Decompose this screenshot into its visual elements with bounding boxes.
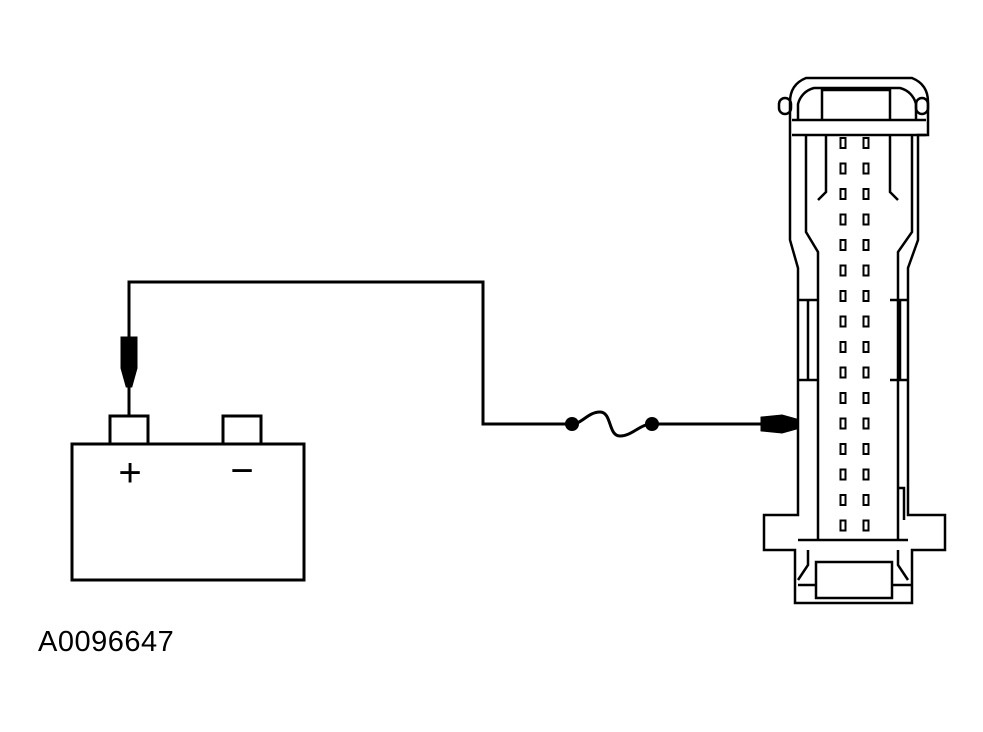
connector-pin-cavity [862, 213, 870, 226]
connector-pin-cavity [839, 341, 847, 353]
connector-pin-cavity [862, 392, 870, 404]
connector-pin-cavity [862, 417, 870, 430]
figure-id-caption: A0096647 [38, 626, 175, 658]
fuse-symbol [571, 410, 770, 438]
connector-pin-cavity [839, 468, 847, 481]
connector-latch [814, 560, 894, 600]
connector-pin-cavity [862, 188, 870, 200]
fuse-terminal-right [645, 417, 659, 431]
battery-positive-label: + [118, 451, 141, 495]
connector-pin-cavity [839, 239, 847, 251]
connector-pin-cavity [839, 264, 847, 277]
connector-pin-cavity [862, 162, 870, 175]
connector-left-ear [777, 96, 793, 116]
connector-pin-cavity [862, 494, 870, 506]
connector-pin-cavity [839, 162, 847, 175]
connector-pin-cavity [862, 366, 870, 379]
connector-pin-cavity [839, 213, 847, 226]
connector-pin-cavity [839, 315, 847, 328]
connector-pin-grid [839, 137, 870, 532]
fuse-terminal-left [565, 417, 579, 431]
connector-pin-cavity [862, 137, 870, 149]
battery-probe [120, 336, 138, 402]
connector-pin-cavity [862, 341, 870, 353]
battery-positive-terminal [108, 414, 150, 446]
connector-pin-cavity [862, 264, 870, 277]
connector-pin-cavity [839, 519, 847, 532]
connector-pin-cavity [839, 443, 847, 455]
connector-pin-cavity [839, 417, 847, 430]
connector-pin-cavity [839, 137, 847, 149]
connector-outer-body [762, 76, 947, 605]
test-lead-wire [127, 280, 572, 426]
battery-negative-terminal [221, 414, 263, 446]
connector-pin-cavity [862, 468, 870, 481]
connector-pin-cavity [862, 315, 870, 328]
connector-pin-cavity [862, 290, 870, 302]
battery [70, 414, 306, 582]
connector-pin-cavity [839, 366, 847, 379]
module-connector [762, 76, 947, 605]
connector-pin-cavity [862, 239, 870, 251]
connector-pin-cavity [839, 188, 847, 200]
connector-pin-cavity [839, 392, 847, 404]
connector-pin-cavity [839, 494, 847, 506]
battery-body [70, 442, 306, 582]
connector-pin-cavity [862, 519, 870, 532]
connector-pin-cavity [862, 443, 870, 455]
battery-negative-label: − [230, 449, 253, 493]
connector-pin-cavity [839, 290, 847, 302]
